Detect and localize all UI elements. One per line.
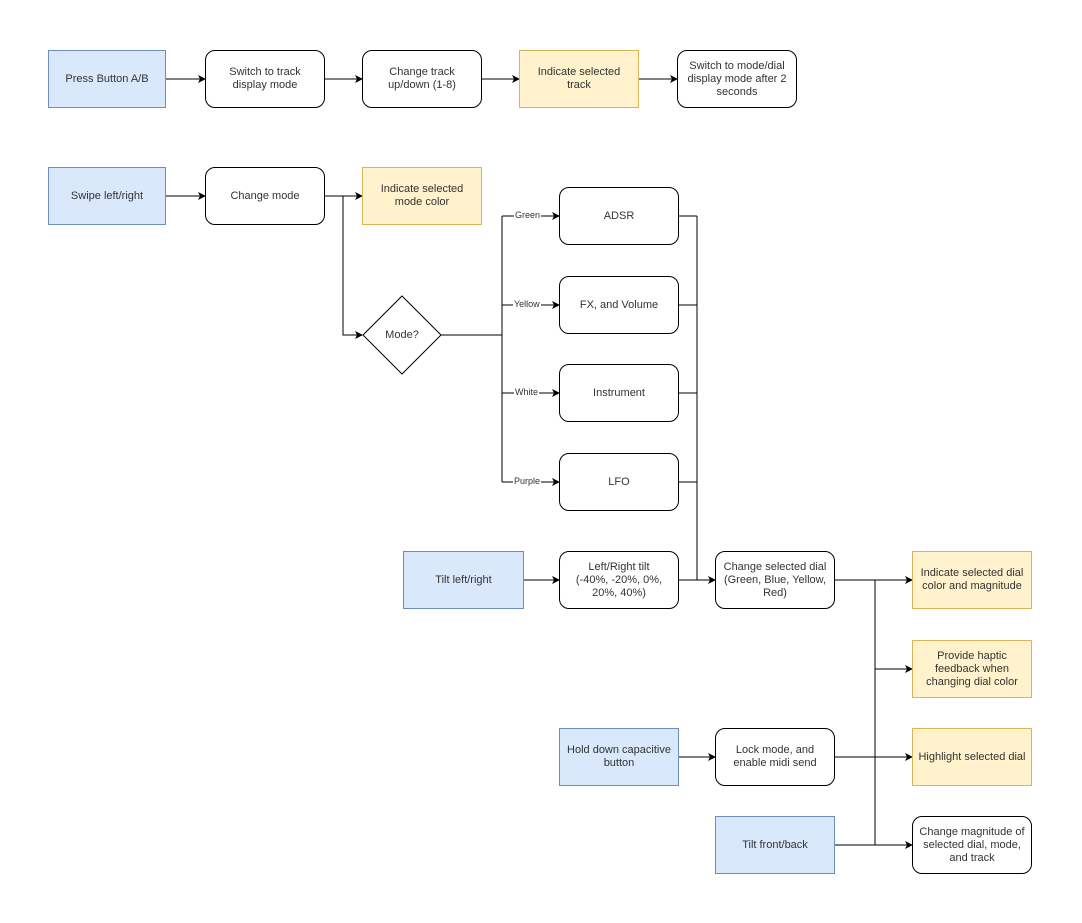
node-switch-mode-dial: Switch to mode/dial display mode after 2… — [677, 50, 797, 108]
node-tilt-front-back: Tilt front/back — [715, 816, 835, 874]
decision-label: Mode? — [385, 329, 419, 341]
node-highlight-dial: Highlight selected dial — [912, 728, 1032, 786]
node-indicate-track: Indicate selected track — [519, 50, 639, 108]
node-lock-mode: Lock mode, and enable midi send — [715, 728, 835, 786]
node-change-magnitude: Change magnitude of selected dial, mode,… — [912, 816, 1032, 874]
node-indicate-mode-color: Indicate selected mode color — [362, 167, 482, 225]
node-instrument: Instrument — [559, 364, 679, 422]
node-switch-track-display: Switch to track display mode — [205, 50, 325, 108]
node-hold-button: Hold down capacitive button — [559, 728, 679, 786]
node-change-dial: Change selected dial (Green, Blue, Yello… — [715, 551, 835, 609]
node-change-track: Change track up/down (1-8) — [362, 50, 482, 108]
node-adsr: ADSR — [559, 187, 679, 245]
node-lr-tilt: Left/Right tilt (-40%, -20%, 0%, 20%, 40… — [559, 551, 679, 609]
node-haptic: Provide haptic feedback when changing di… — [912, 640, 1032, 698]
edge-label-white: White — [514, 387, 540, 398]
node-indicate-dial: Indicate selected dial color and magnitu… — [912, 551, 1032, 609]
edge-label-green: Green — [514, 210, 542, 221]
node-tilt-left-right: Tilt left/right — [403, 551, 524, 609]
node-press-button: Press Button A/B — [48, 50, 166, 108]
edge-label-purple: Purple — [513, 476, 542, 487]
decision-diamond — [362, 295, 442, 375]
edge-change-mode-to-decision — [342, 196, 363, 339]
node-lfo: LFO — [559, 453, 679, 511]
edge-label-yellow: Yellow — [513, 299, 541, 310]
node-fx-volume: FX, and Volume — [559, 276, 679, 334]
node-change-mode: Change mode — [205, 167, 325, 225]
node-swipe: Swipe left/right — [48, 167, 166, 225]
